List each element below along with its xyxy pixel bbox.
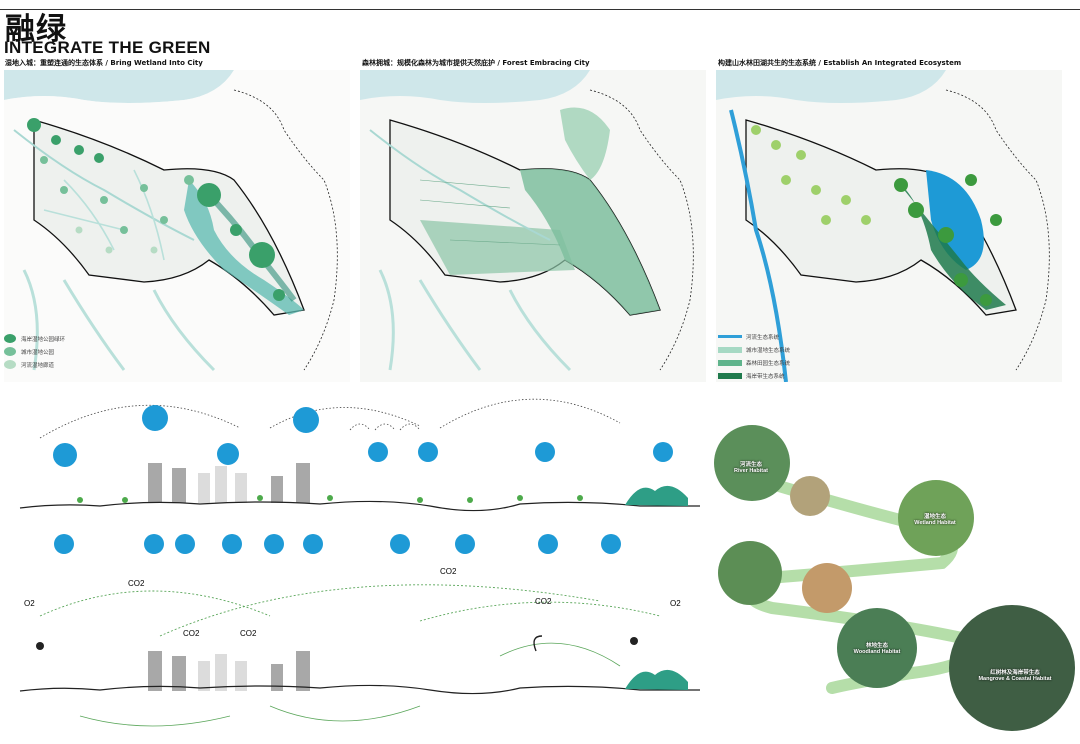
co2-label-top: CO2 bbox=[440, 567, 457, 576]
water-cycle-section-diagram bbox=[19, 398, 700, 554]
o2-label-left: O2 bbox=[24, 599, 35, 608]
co2-label-left: CO2 bbox=[128, 579, 145, 588]
habitat-woodland-circle bbox=[837, 608, 917, 688]
legend-wetland: 海岸湿地公园绿环 城市湿地公园 河流湿地廊道 bbox=[4, 332, 65, 371]
co2-label-right: CO2 bbox=[535, 597, 552, 606]
map-caption-1: 湿地入城：重塑连通的生态体系 / Bring Wetland Into City bbox=[5, 59, 203, 67]
legend-ecosystem: 河流生态系统 城市湿地生态系统 森林田园生态系统 海岸带生态系统 bbox=[718, 330, 790, 382]
map-wetland-into-city bbox=[4, 70, 350, 382]
duck-circle bbox=[790, 476, 830, 516]
sun-icon-left bbox=[36, 642, 44, 650]
map-integrated-ecosystem bbox=[716, 70, 1062, 382]
habitat-river-circle bbox=[714, 425, 790, 501]
habitat-mangrove-circle bbox=[949, 605, 1075, 731]
carbon-cycle-section-diagram: CO2 CO2 CO2 CO2 CO2 O2 O2 bbox=[19, 567, 700, 727]
heron-icon bbox=[533, 635, 543, 652]
map-forest-embracing-city bbox=[360, 70, 706, 382]
sun-icon-right bbox=[630, 637, 638, 645]
page-title-en: INTEGRATE THE GREEN bbox=[4, 38, 211, 57]
page-title-cn: 融绿 bbox=[5, 12, 67, 47]
habitat-network-diagram bbox=[714, 425, 1075, 731]
co2-label-mid-1: CO2 bbox=[183, 629, 200, 638]
map-caption-2: 森林拥城：规模化森林为城市提供天然庇护 / Forest Embracing C… bbox=[362, 59, 590, 67]
header-rule bbox=[0, 9, 1080, 10]
habitat-forest-circle bbox=[718, 541, 782, 605]
o2-label-right: O2 bbox=[670, 599, 681, 608]
recycle-icons bbox=[54, 534, 621, 554]
habitat-wetland-circle bbox=[898, 480, 974, 556]
insect-circle bbox=[802, 563, 852, 613]
co2-label-mid-2: CO2 bbox=[240, 629, 257, 638]
map-caption-3: 构建山水林田湖共生的生态系统 / Establish An Integrated… bbox=[718, 59, 962, 67]
rain-cloud-icons bbox=[53, 405, 673, 467]
